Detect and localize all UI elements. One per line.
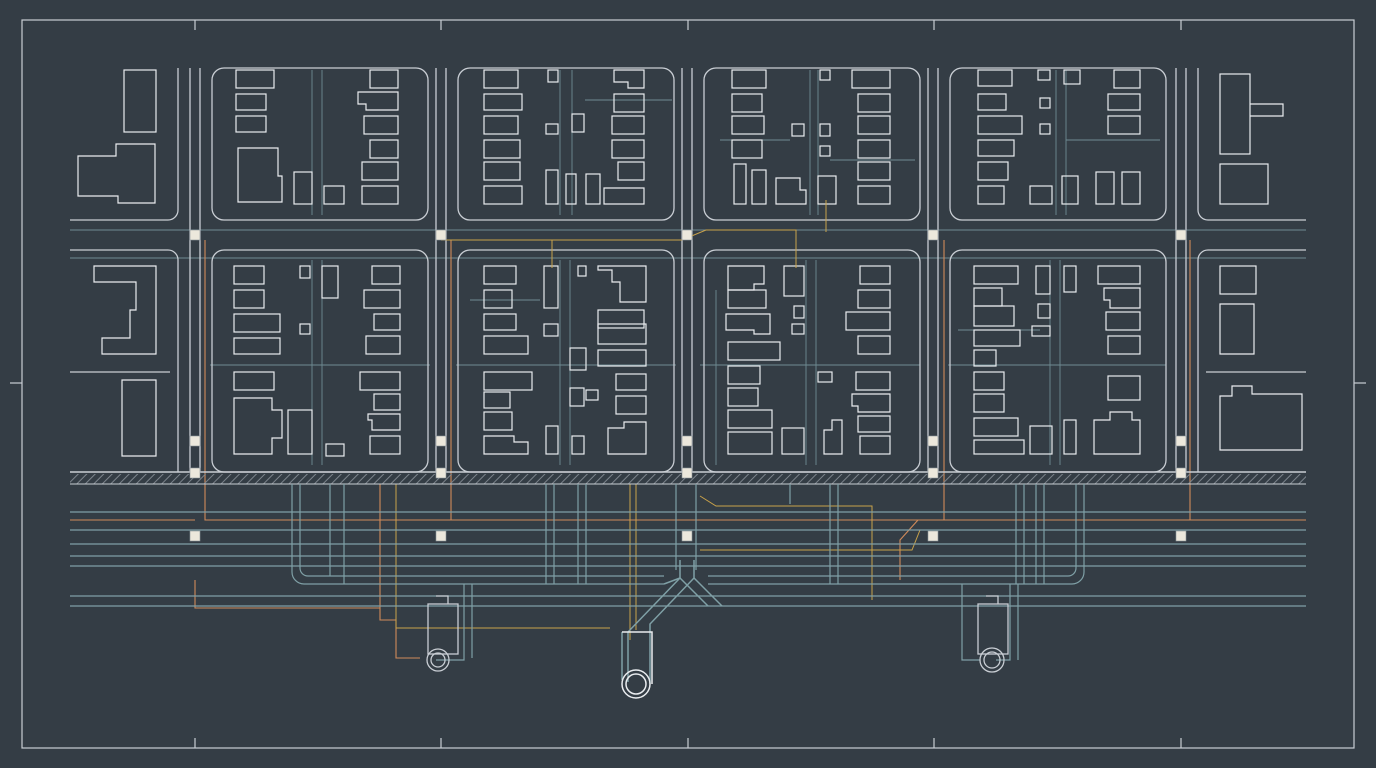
buildings — [77, 69, 1303, 457]
pipe-outlet — [621, 631, 653, 699]
trunk-pipe — [621, 560, 723, 684]
utility-grid-lines — [70, 70, 1306, 465]
road-blocks — [70, 67, 1306, 473]
manholes — [426, 595, 1009, 673]
manhole-east — [979, 647, 1005, 673]
water-mains — [70, 484, 1306, 661]
junction-nodes — [189, 229, 1187, 542]
drawing-frame — [10, 19, 1366, 749]
gas-lines — [70, 240, 1306, 659]
manhole-west — [426, 648, 450, 672]
